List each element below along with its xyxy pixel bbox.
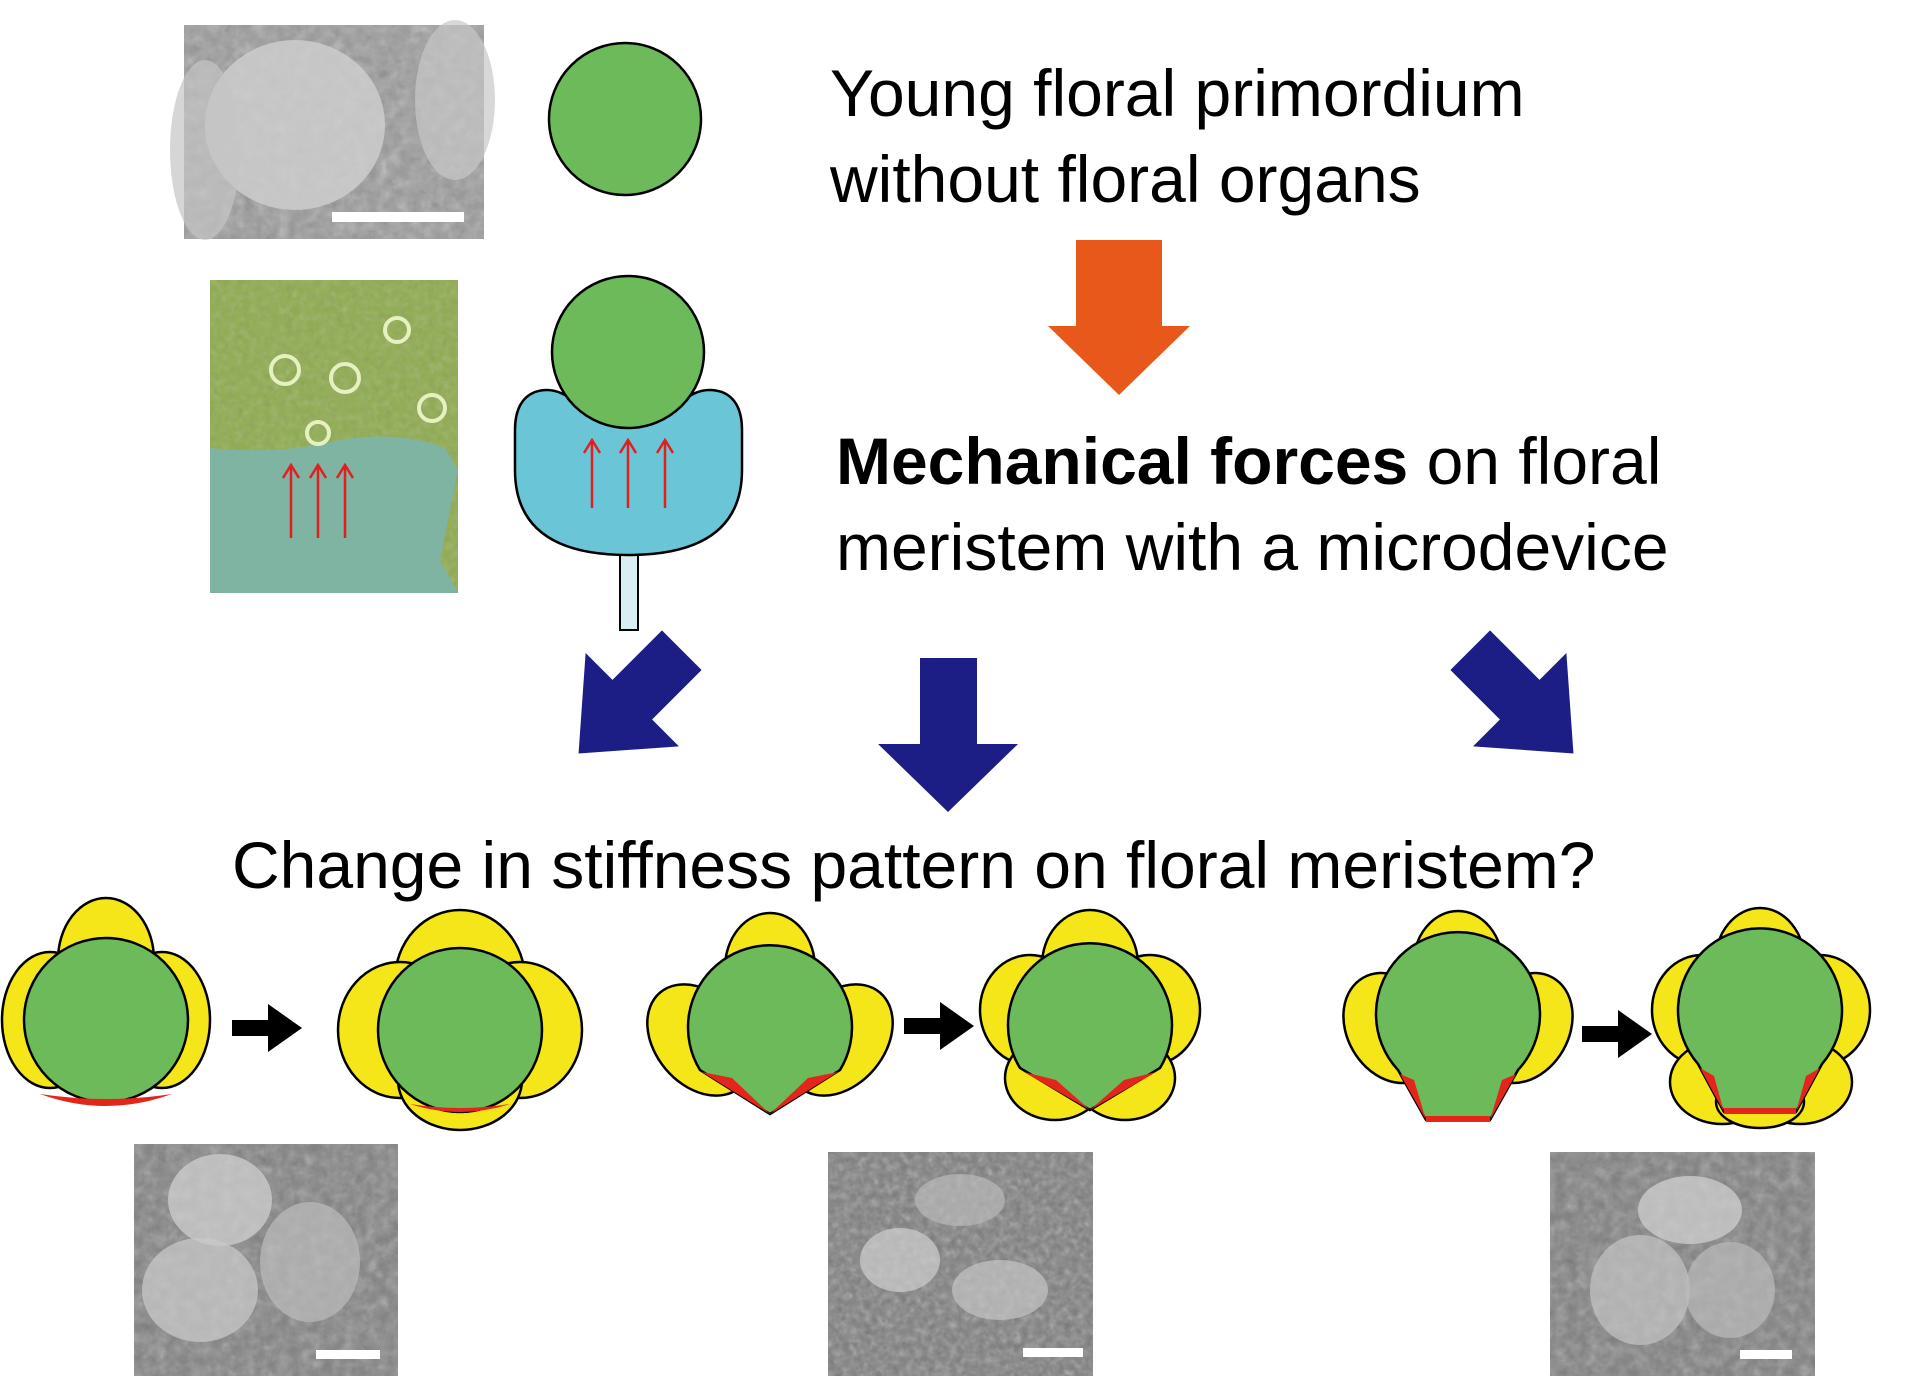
sem-image-bottom-center — [828, 1152, 1093, 1376]
flower-4-initial — [0, 896, 212, 1106]
down-arrow-navy-center — [878, 658, 1018, 812]
down-arrow-orange — [1048, 240, 1190, 395]
scale-bar — [332, 212, 464, 222]
sem-image-bottom-right — [1550, 1152, 1815, 1376]
scale-bar — [1740, 1350, 1792, 1359]
scale-bar — [1023, 1348, 1083, 1357]
sem-image-bottom-left — [134, 1144, 398, 1376]
heading-line-2: without floral organs — [830, 142, 1421, 216]
meristem-circle-device — [550, 274, 706, 430]
flower-5-initial — [646, 911, 894, 1116]
flower-5b-initial — [1342, 909, 1574, 1122]
force-line-1: Mechanical forces on floral — [836, 418, 1669, 504]
optical-image — [210, 280, 458, 593]
down-left-arrow-navy — [578, 630, 702, 754]
question-text: Change in stiffness pattern on floral me… — [232, 828, 1596, 902]
scale-bar — [316, 1350, 380, 1359]
heading-text: Young floral primordium without floral o… — [830, 50, 1525, 222]
force-bold: Mechanical forces — [836, 424, 1409, 498]
step-arrow — [904, 1002, 974, 1050]
down-right-arrow-navy — [1450, 630, 1574, 754]
meristem-circle-top — [547, 41, 703, 197]
flower-4-final — [336, 908, 584, 1132]
heading-line-1: Young floral primordium — [830, 56, 1525, 130]
force-rest: on floral — [1408, 424, 1662, 498]
sem-image-top — [170, 20, 495, 240]
step-arrow — [232, 1004, 302, 1052]
flower-5b-final — [1650, 906, 1872, 1130]
microdevice — [513, 274, 744, 631]
step-arrow — [1582, 1010, 1652, 1058]
force-line-2: meristem with a microdevice — [836, 510, 1669, 584]
flower-5-final — [978, 908, 1202, 1122]
force-text: Mechanical forces on floral meristem wit… — [836, 418, 1669, 590]
